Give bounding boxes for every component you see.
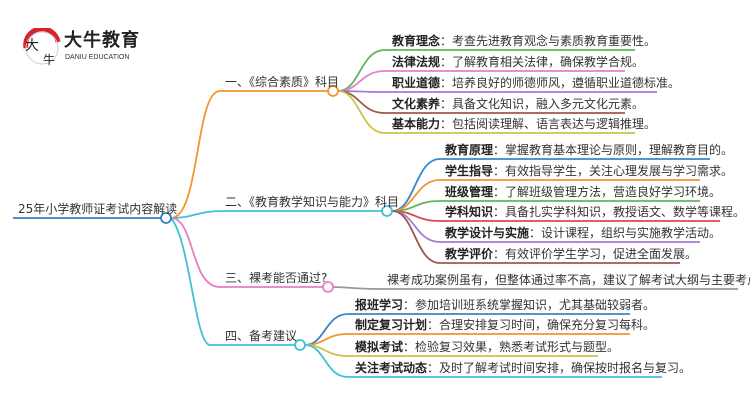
branch-1-node-handle[interactable] [327, 85, 339, 97]
leaf-key: 模拟考试 [355, 340, 404, 354]
logo-mark-icon: 大 牛 [23, 28, 61, 67]
leaf-item[interactable]: 班级管理：了解班级管理方法，营造良好学习环境。 [445, 185, 721, 199]
leaf-item[interactable]: 法律法规：了解教育相关法律，确保教学合规。 [392, 55, 644, 69]
leaf-item[interactable]: 文化素养：具备文化知识，融入多元文化元素。 [392, 97, 644, 111]
leaf-text: ：掌握教育基本理论与原则，理解教育目的。 [493, 143, 734, 157]
leaf-key: 报班学习 [355, 298, 404, 312]
leaf-item[interactable]: 报班学习：参加培训班系统掌握知识，尤其基础较弱者。 [355, 298, 655, 312]
leaf-text: ：有效指导学生，关注心理发展与学习需求。 [493, 164, 734, 178]
leaf-text: ：参加培训班系统掌握知识，尤其基础较弱者。 [403, 298, 656, 312]
branch-1-topic[interactable]: 一、《综合素质》科目 [225, 75, 340, 89]
leaf-text: ：具备扎实学科知识，教授语文、数学等课程。 [493, 205, 746, 219]
root-node-handle[interactable] [160, 212, 172, 224]
logo: 大 牛 大牛教育 DANIU EDUCATION [22, 28, 152, 68]
logo-subtitle: DANIU EDUCATION [65, 54, 130, 61]
leaf-text: ：包括阅读理解、语言表达与逻辑推理。 [440, 117, 657, 131]
leaf-item[interactable]: 学科知识：具备扎实学科知识，教授语文、数学等课程。 [445, 205, 745, 219]
leaf-text: ：合理安排复习时间，确保充分复习每科。 [427, 318, 656, 332]
leaf-item[interactable]: 教学设计与实施：设计课程，组织与实施教学活动。 [445, 226, 721, 240]
leaf-text: ：有效评价学生学习，促进全面发展。 [493, 247, 698, 261]
leaf-text: ：了解班级管理方法，营造良好学习环境。 [493, 185, 722, 199]
leaf-item[interactable]: 基本能力：包括阅读理解、语言表达与逻辑推理。 [392, 117, 656, 131]
leaf-key: 教育原理 [445, 143, 494, 157]
leaf-item[interactable]: 关注考试动态：及时了解考试时间安排，确保按时报名与复习。 [355, 361, 691, 375]
leaf-text: ：培养良好的师德师风，遵循职业道德标准。 [440, 76, 681, 90]
leaf-item[interactable]: 学生指导：有效指导学生，关注心理发展与学习需求。 [445, 164, 733, 178]
leaf-item[interactable]: 教学评价：有效评价学生学习，促进全面发展。 [445, 247, 697, 261]
leaf-key: 教学评价 [445, 247, 494, 261]
leaf-item[interactable]: 教育原理：掌握教育基本理论与原则，理解教育目的。 [445, 143, 733, 157]
leaf-text: ：了解教育相关法律，确保教学合规。 [440, 55, 645, 69]
leaf-key: 关注考试动态 [355, 361, 428, 375]
leaf-key: 基本能力 [392, 117, 441, 131]
leaf-key: 制定复习计划 [355, 318, 428, 332]
leaf-item[interactable]: 模拟考试：检验复习效果，熟悉考试形式与题型。 [355, 340, 619, 354]
leaf-key: 文化素养 [392, 97, 441, 111]
leaf-item[interactable]: 裸考成功案例虽有，但整体通过率不高，建议了解考试大纲与主要考点。 [387, 273, 750, 287]
branch-3-node-handle[interactable] [322, 281, 334, 293]
leaf-key: 学科知识 [445, 205, 494, 219]
leaf-text: ：设计课程，组织与实施教学活动。 [529, 226, 722, 240]
leaf-key: 教学设计与实施 [445, 226, 530, 240]
svg-text:大: 大 [25, 38, 39, 54]
leaf-text: ：具备文化知识，融入多元文化元素。 [440, 97, 645, 111]
branch-2-topic[interactable]: 二、《教育教学知识与能力》科目 [225, 195, 400, 209]
leaf-key: 法律法规 [392, 55, 441, 69]
root-topic[interactable]: 25年小学教师证考试内容解读 [18, 202, 178, 216]
leaf-text: 裸考成功案例虽有，但整体通过率不高，建议了解考试大纲与主要考点。 [387, 273, 750, 287]
leaf-text: ：及时了解考试时间安排，确保按时报名与复习。 [427, 361, 692, 375]
leaf-item[interactable]: 制定复习计划：合理安排复习时间，确保充分复习每科。 [355, 318, 655, 332]
branch-3-topic[interactable]: 三、裸考能否通过? [225, 271, 328, 285]
leaf-key: 学生指导 [445, 164, 494, 178]
leaf-item[interactable]: 职业道德：培养良好的师德师风，遵循职业道德标准。 [392, 76, 680, 90]
leaf-text: ：检验复习效果，熟悉考试形式与题型。 [403, 340, 620, 354]
svg-text:牛: 牛 [43, 52, 55, 67]
leaf-key: 教育理念 [392, 34, 441, 48]
leaf-key: 职业道德 [392, 76, 441, 90]
logo-name: 大牛教育 [64, 30, 140, 51]
branch-4-node-handle[interactable] [294, 339, 306, 351]
branch-2-node-handle[interactable] [381, 205, 393, 217]
leaf-text: ：考查先进教育观念与素质教育重要性。 [440, 34, 657, 48]
leaf-item[interactable]: 教育理念：考查先进教育观念与素质教育重要性。 [392, 34, 656, 48]
branch-4-topic[interactable]: 四、备考建议 [225, 329, 298, 343]
leaf-key: 班级管理 [445, 185, 494, 199]
